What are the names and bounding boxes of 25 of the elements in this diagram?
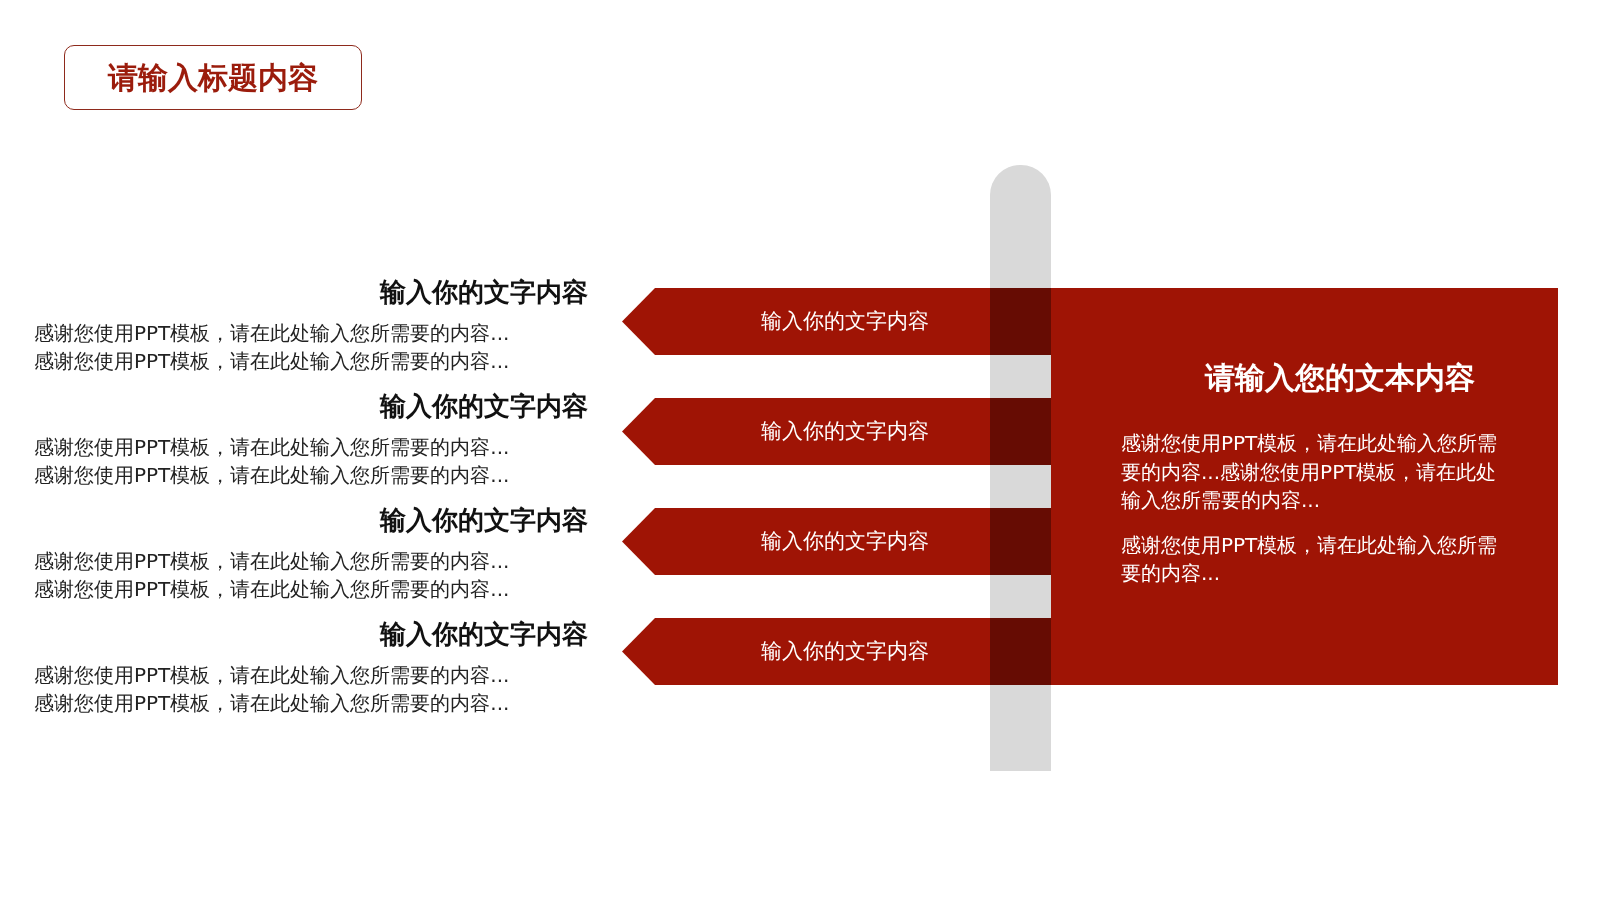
panel-paragraph: 感谢您使用PPT模板，请在此处输入您所需要的内容...: [1121, 531, 1499, 587]
item-heading: 输入你的文字内容: [378, 618, 588, 651]
item-description: 感谢您使用PPT模板，请在此处输入您所需要的内容...: [34, 320, 511, 347]
arrow-banner: [622, 618, 1051, 685]
content-panel: [1051, 288, 1558, 685]
item-heading: 输入你的文字内容: [378, 390, 588, 423]
item-description: 感谢您使用PPT模板，请在此处输入您所需要的内容...: [34, 548, 511, 575]
arrow-banner: [622, 398, 1051, 465]
item-description: 感谢您使用PPT模板，请在此处输入您所需要的内容...: [34, 690, 511, 717]
item-description: 感谢您使用PPT模板，请在此处输入您所需要的内容...: [34, 434, 511, 461]
arrow-banner: [622, 508, 1051, 575]
banner-label: 输入你的文字内容: [761, 307, 929, 335]
item-description: 感谢您使用PPT模板，请在此处输入您所需要的内容...: [34, 462, 511, 489]
item-description: 感谢您使用PPT模板，请在此处输入您所需要的内容...: [34, 348, 511, 375]
panel-heading: 请输入您的文本内容: [1203, 359, 1476, 397]
item-heading: 输入你的文字内容: [378, 504, 588, 537]
banner-label: 输入你的文字内容: [761, 417, 929, 445]
title-text: 请输入标题内容: [108, 59, 318, 96]
arrow-banner: [622, 288, 1051, 355]
panel-paragraph: 感谢您使用PPT模板，请在此处输入您所需要的内容...感谢您使用PPT模板，请在此处输入您所需要的内容...: [1121, 430, 1499, 514]
item-heading: 输入你的文字内容: [378, 276, 588, 309]
item-description: 感谢您使用PPT模板，请在此处输入您所需要的内容...: [34, 576, 511, 603]
item-description: 感谢您使用PPT模板，请在此处输入您所需要的内容...: [34, 662, 511, 689]
banner-label: 输入你的文字内容: [761, 527, 929, 555]
banner-label: 输入你的文字内容: [761, 637, 929, 665]
